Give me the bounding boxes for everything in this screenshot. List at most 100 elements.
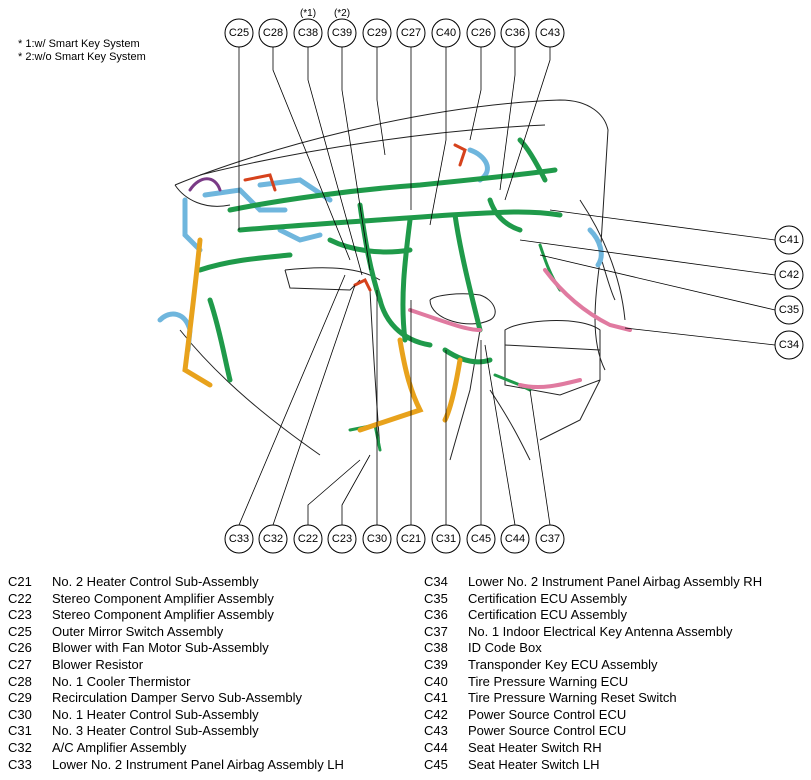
floor-harness [182, 237, 463, 433]
callout-c43[interactable]: C43 [535, 18, 565, 48]
legend-right: C34 Lower No. 2 Instrument Panel Airbag A… [424, 574, 762, 773]
note-c39: (*2) [334, 8, 350, 19]
small-connectors [188, 143, 467, 292]
callout-c45[interactable]: C45 [466, 524, 496, 554]
svg-text:C29: C29 [367, 27, 387, 39]
legend-code: C32 [8, 739, 32, 755]
legend-code: C43 [424, 723, 448, 739]
svg-text:C27: C27 [401, 27, 421, 39]
legend-code: C29 [8, 690, 32, 706]
legend-code: C45 [424, 756, 448, 772]
svg-text:C35: C35 [779, 304, 799, 316]
svg-text:C44: C44 [505, 533, 525, 545]
legend-row: C36 Certification ECU Assembly [424, 607, 762, 624]
legend-code: C41 [424, 690, 448, 706]
callout-c28[interactable]: C28 [258, 18, 288, 48]
legend-code: C21 [8, 574, 32, 589]
callout-c44[interactable]: C44 [500, 524, 530, 554]
svg-text:C23: C23 [332, 533, 352, 545]
svg-text:C31: C31 [436, 533, 456, 545]
legend-name: Blower with Fan Motor Sub-Assembly [52, 640, 269, 656]
callout-c32[interactable]: C32 [258, 524, 288, 554]
footnote-2: * 2:w/o Smart Key System [18, 51, 146, 63]
callout-c35[interactable]: C35 [774, 295, 804, 325]
legend-name: Lower No. 2 Instrument Panel Airbag Asse… [468, 574, 763, 589]
svg-text:C45: C45 [471, 533, 491, 545]
svg-text:C41: C41 [779, 234, 799, 246]
legend-row: C21 No. 2 Heater Control Sub-Assembly [8, 574, 344, 591]
svg-text:C34: C34 [779, 339, 799, 351]
legend-code: C40 [424, 673, 448, 689]
callout-c29[interactable]: C29 [362, 18, 392, 48]
legend-row: C40 Tire Pressure Warning ECU [424, 674, 762, 691]
legend-code: C25 [8, 623, 32, 639]
bottom-callouts: C33 C32 C22 C23 C30 C21 C31 C45 C44 C37 [224, 524, 565, 554]
callout-c41[interactable]: C41 [774, 225, 804, 255]
svg-text:C30: C30 [367, 533, 387, 545]
dashboard-outline [174, 99, 626, 461]
legend-name: Certification ECU Assembly [468, 607, 627, 623]
legend-name: Power Source Control ECU [468, 706, 627, 722]
callout-c30[interactable]: C30 [362, 524, 392, 554]
legend-row: C30 No. 1 Heater Control Sub-Assembly [8, 707, 344, 724]
legend-name: No. 2 Heater Control Sub-Assembly [52, 574, 259, 589]
legend-name: No. 1 Heater Control Sub-Assembly [52, 706, 259, 722]
callout-c34[interactable]: C34 [774, 330, 804, 360]
svg-text:C43: C43 [540, 27, 560, 39]
svg-text:C38: C38 [298, 27, 318, 39]
callout-c33[interactable]: C33 [224, 524, 254, 554]
legend-name: Tire Pressure Warning ECU [468, 673, 629, 689]
callout-c31[interactable]: C31 [431, 524, 461, 554]
footnote-1: * 1:w/ Smart Key System [18, 38, 140, 50]
note-c38: (*1) [300, 8, 316, 19]
svg-text:C33: C33 [229, 533, 249, 545]
callout-c36[interactable]: C36 [500, 18, 530, 48]
main-harness [197, 137, 563, 452]
legend-code: C35 [424, 590, 448, 606]
svg-text:C21: C21 [401, 533, 421, 545]
legend-name: No. 1 Indoor Electrical Key Antenna Asse… [468, 623, 733, 639]
legend-name: Recirculation Damper Servo Sub-Assembly [52, 690, 302, 706]
callout-c37[interactable]: C37 [535, 524, 565, 554]
legend-code: C36 [424, 607, 448, 623]
right-callouts: C41 C42 C35 C34 [774, 225, 804, 360]
callout-c23[interactable]: C23 [327, 524, 357, 554]
legend-code: C30 [8, 706, 32, 722]
callout-c22[interactable]: C22 [293, 524, 323, 554]
callout-c21[interactable]: C21 [396, 524, 426, 554]
legend-name: A/C Amplifier Assembly [52, 739, 187, 755]
svg-text:C28: C28 [263, 27, 283, 39]
svg-text:C36: C36 [505, 27, 525, 39]
callout-c26[interactable]: C26 [466, 18, 496, 48]
callout-c38[interactable]: (*1) C38 [293, 8, 323, 48]
legend-name: Seat Heater Switch RH [468, 739, 602, 755]
console-harness [408, 268, 632, 390]
callout-c40[interactable]: C40 [431, 18, 461, 48]
svg-text:C42: C42 [779, 269, 799, 281]
legend-code: C34 [424, 574, 448, 589]
svg-text:C22: C22 [298, 533, 318, 545]
svg-text:C25: C25 [229, 27, 249, 39]
top-callouts: C25 C28 (*1)C38 (*2)C39 C29 C27 C40 C26 … [224, 8, 565, 48]
callout-c25[interactable]: C25 [224, 18, 254, 48]
callout-c27[interactable]: C27 [396, 18, 426, 48]
wiring-diagram: C25 C28 (*1)C38 (*2)C39 C29 C27 C40 C26 … [157, 8, 804, 554]
legend-row: C23 Stereo Component Amplifier Assembly [8, 607, 344, 624]
svg-text:C32: C32 [263, 533, 283, 545]
callout-c39[interactable]: (*2)C39 [327, 8, 357, 48]
legend-code: C28 [8, 673, 32, 689]
legend-code: C27 [8, 656, 32, 672]
legend-name: Stereo Component Amplifier Assembly [52, 607, 274, 623]
legend-name: ID Code Box [468, 640, 542, 656]
legend-code: C23 [8, 607, 32, 623]
legend-code: C26 [8, 640, 32, 656]
callout-c42[interactable]: C42 [774, 260, 804, 290]
